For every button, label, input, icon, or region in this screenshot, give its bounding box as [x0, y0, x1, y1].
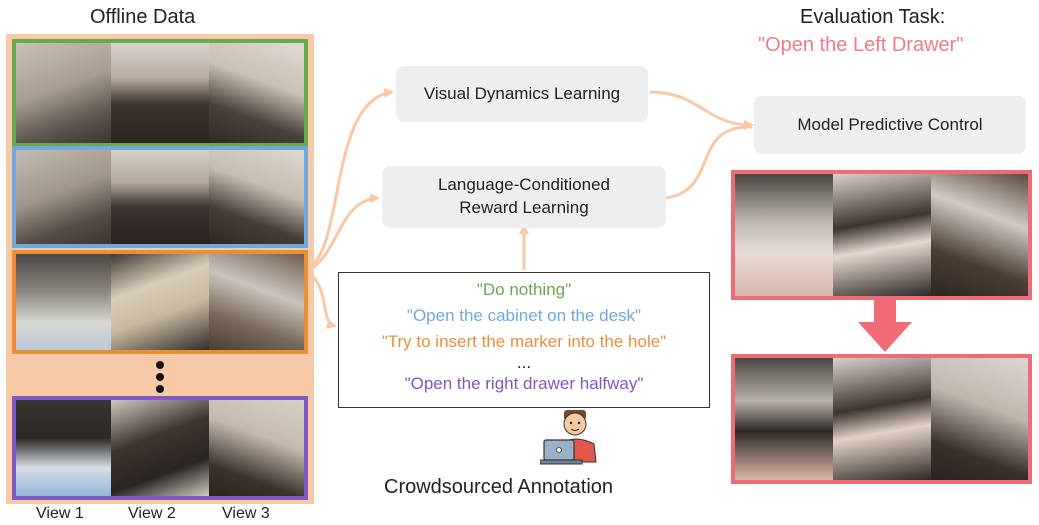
offline-strip-blue [14, 148, 306, 246]
down-arrow-icon [858, 300, 912, 352]
arrow-dynamics-to-mpc [649, 90, 754, 130]
eval-frame-after [731, 354, 1032, 484]
view-3-label: View 3 [222, 505, 270, 522]
arrow-data-to-dynamics [309, 88, 394, 270]
view-2-image [111, 41, 209, 145]
view-2-image [111, 148, 209, 246]
more-data-ellipsis-icon [156, 361, 164, 393]
offline-frame-green [12, 39, 308, 147]
annotation-ellipsis: ... [516, 353, 532, 372]
reward-learning-label-line1: Language-Conditioned [437, 175, 611, 195]
offline-strip-purple [14, 398, 306, 498]
eval-strip-after [735, 358, 1028, 480]
view-3-image [209, 398, 306, 498]
reward-learning-box: Language-Conditioned Reward Learning [382, 166, 666, 228]
visual-dynamics-learning-box: Visual Dynamics Learning [396, 66, 648, 122]
eval-frame-before [731, 170, 1032, 300]
view-2-image [833, 174, 931, 296]
view-2-image [833, 358, 931, 480]
visual-dynamics-learning-label: Visual Dynamics Learning [423, 83, 621, 103]
model-predictive-control-box: Model Predictive Control [754, 96, 1026, 154]
evaluation-task-instruction: "Open the Left Drawer" [758, 34, 964, 56]
offline-data-title: Offline Data [90, 6, 196, 28]
model-predictive-control-label: Model Predictive Control [797, 114, 983, 134]
annotation-open-right-drawer: "Open the right drawer halfway" [404, 374, 644, 393]
view-2-image [111, 398, 209, 498]
offline-frame-purple [12, 396, 308, 500]
arrow-data-to-reward [309, 193, 380, 272]
view-1-image [14, 41, 111, 145]
view-3-image [209, 148, 306, 246]
reward-learning-label-line2: Reward Learning [459, 198, 589, 217]
view-1-image [735, 358, 833, 480]
eval-strip-before [735, 174, 1028, 296]
offline-frame-blue [12, 146, 308, 248]
crowdsourced-annotation-label: Crowdsourced Annotation [384, 476, 614, 498]
view-3-image [209, 41, 306, 145]
evaluation-task-title: Evaluation Task: [800, 6, 946, 28]
annotation-open-cabinet: "Open the cabinet on the desk" [406, 306, 642, 325]
crowd-worker-laptop-icon [540, 410, 597, 465]
annotation-do-nothing: "Do nothing" [476, 280, 572, 299]
view-1-label: View 1 [36, 505, 84, 522]
view-1-image [14, 148, 111, 246]
annotation-insert-marker: "Try to insert the marker into the hole" [381, 332, 667, 351]
view-2-image [111, 252, 209, 352]
arrow-reward-to-mpc [665, 125, 753, 200]
view-3-image [931, 174, 1028, 296]
view-1-image [735, 174, 833, 296]
view-1-image [14, 252, 111, 352]
view-1-image [14, 398, 111, 498]
offline-strip-orange [14, 252, 306, 352]
annotation-box: "Do nothing" "Open the cabinet on the de… [338, 272, 710, 408]
view-3-image [209, 252, 306, 352]
arrow-data-to-annotation [308, 272, 337, 329]
view-3-image [931, 358, 1028, 480]
view-2-label: View 2 [128, 505, 176, 522]
offline-frame-orange [12, 250, 308, 354]
offline-strip-green [14, 41, 306, 145]
